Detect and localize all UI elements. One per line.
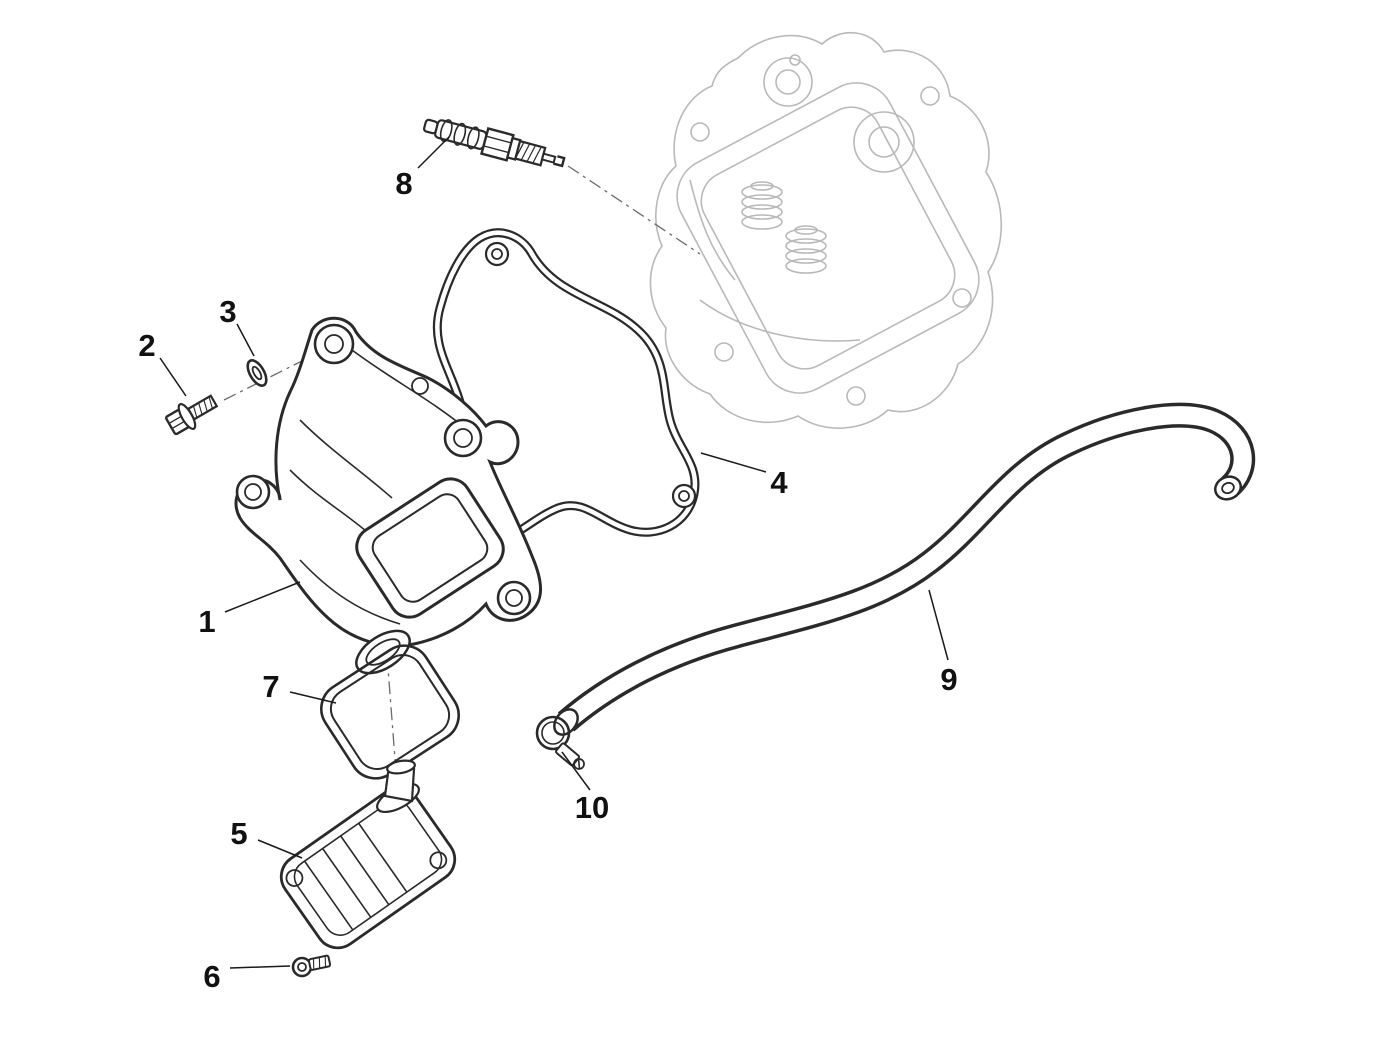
- callout-4-label: 4: [770, 465, 788, 500]
- cover-window: [355, 477, 505, 619]
- breather-hose: [553, 402, 1256, 736]
- valve-spring-ghost: [741, 181, 783, 230]
- callout-9-label: 9: [940, 662, 957, 697]
- cylinder-head-cover: [234, 316, 543, 675]
- hose-clamp: [535, 715, 585, 770]
- callout-10-label: 10: [575, 790, 609, 825]
- flange-screw: [165, 394, 219, 436]
- valve-spring-ghost: [785, 225, 827, 274]
- washer: [246, 359, 268, 387]
- callout-1-label: 1: [198, 604, 215, 639]
- callout-5-label: 5: [230, 816, 247, 851]
- callout-7-label: 7: [262, 669, 279, 704]
- callouts: 1 2 3 4 5 6 7 8: [138, 136, 958, 994]
- callout-10: 10: [561, 751, 609, 825]
- spark-plug-axis: [567, 165, 701, 255]
- callout-5: 5: [230, 816, 303, 859]
- callout-6-label: 6: [203, 959, 220, 994]
- callout-8-label: 8: [395, 166, 412, 201]
- head-cover-gasket: [432, 228, 700, 548]
- callout-2: 2: [138, 328, 187, 397]
- callout-6: 6: [203, 959, 291, 994]
- callout-3: 3: [219, 294, 255, 357]
- callout-1: 1: [198, 581, 301, 639]
- cylinder-head-ghost: [649, 31, 1003, 429]
- callout-7: 7: [262, 669, 337, 704]
- callout-9: 9: [928, 589, 958, 697]
- breather-axis: [387, 667, 397, 773]
- oring-seal: [320, 644, 460, 780]
- callout-2-label: 2: [138, 328, 155, 363]
- breather-cover: [279, 759, 457, 950]
- breather-neck: [376, 759, 420, 814]
- callout-3-label: 3: [219, 294, 236, 329]
- callout-8: 8: [395, 136, 450, 201]
- spark-plug: [423, 118, 566, 168]
- small-screw: [291, 954, 332, 978]
- callout-4: 4: [700, 452, 788, 500]
